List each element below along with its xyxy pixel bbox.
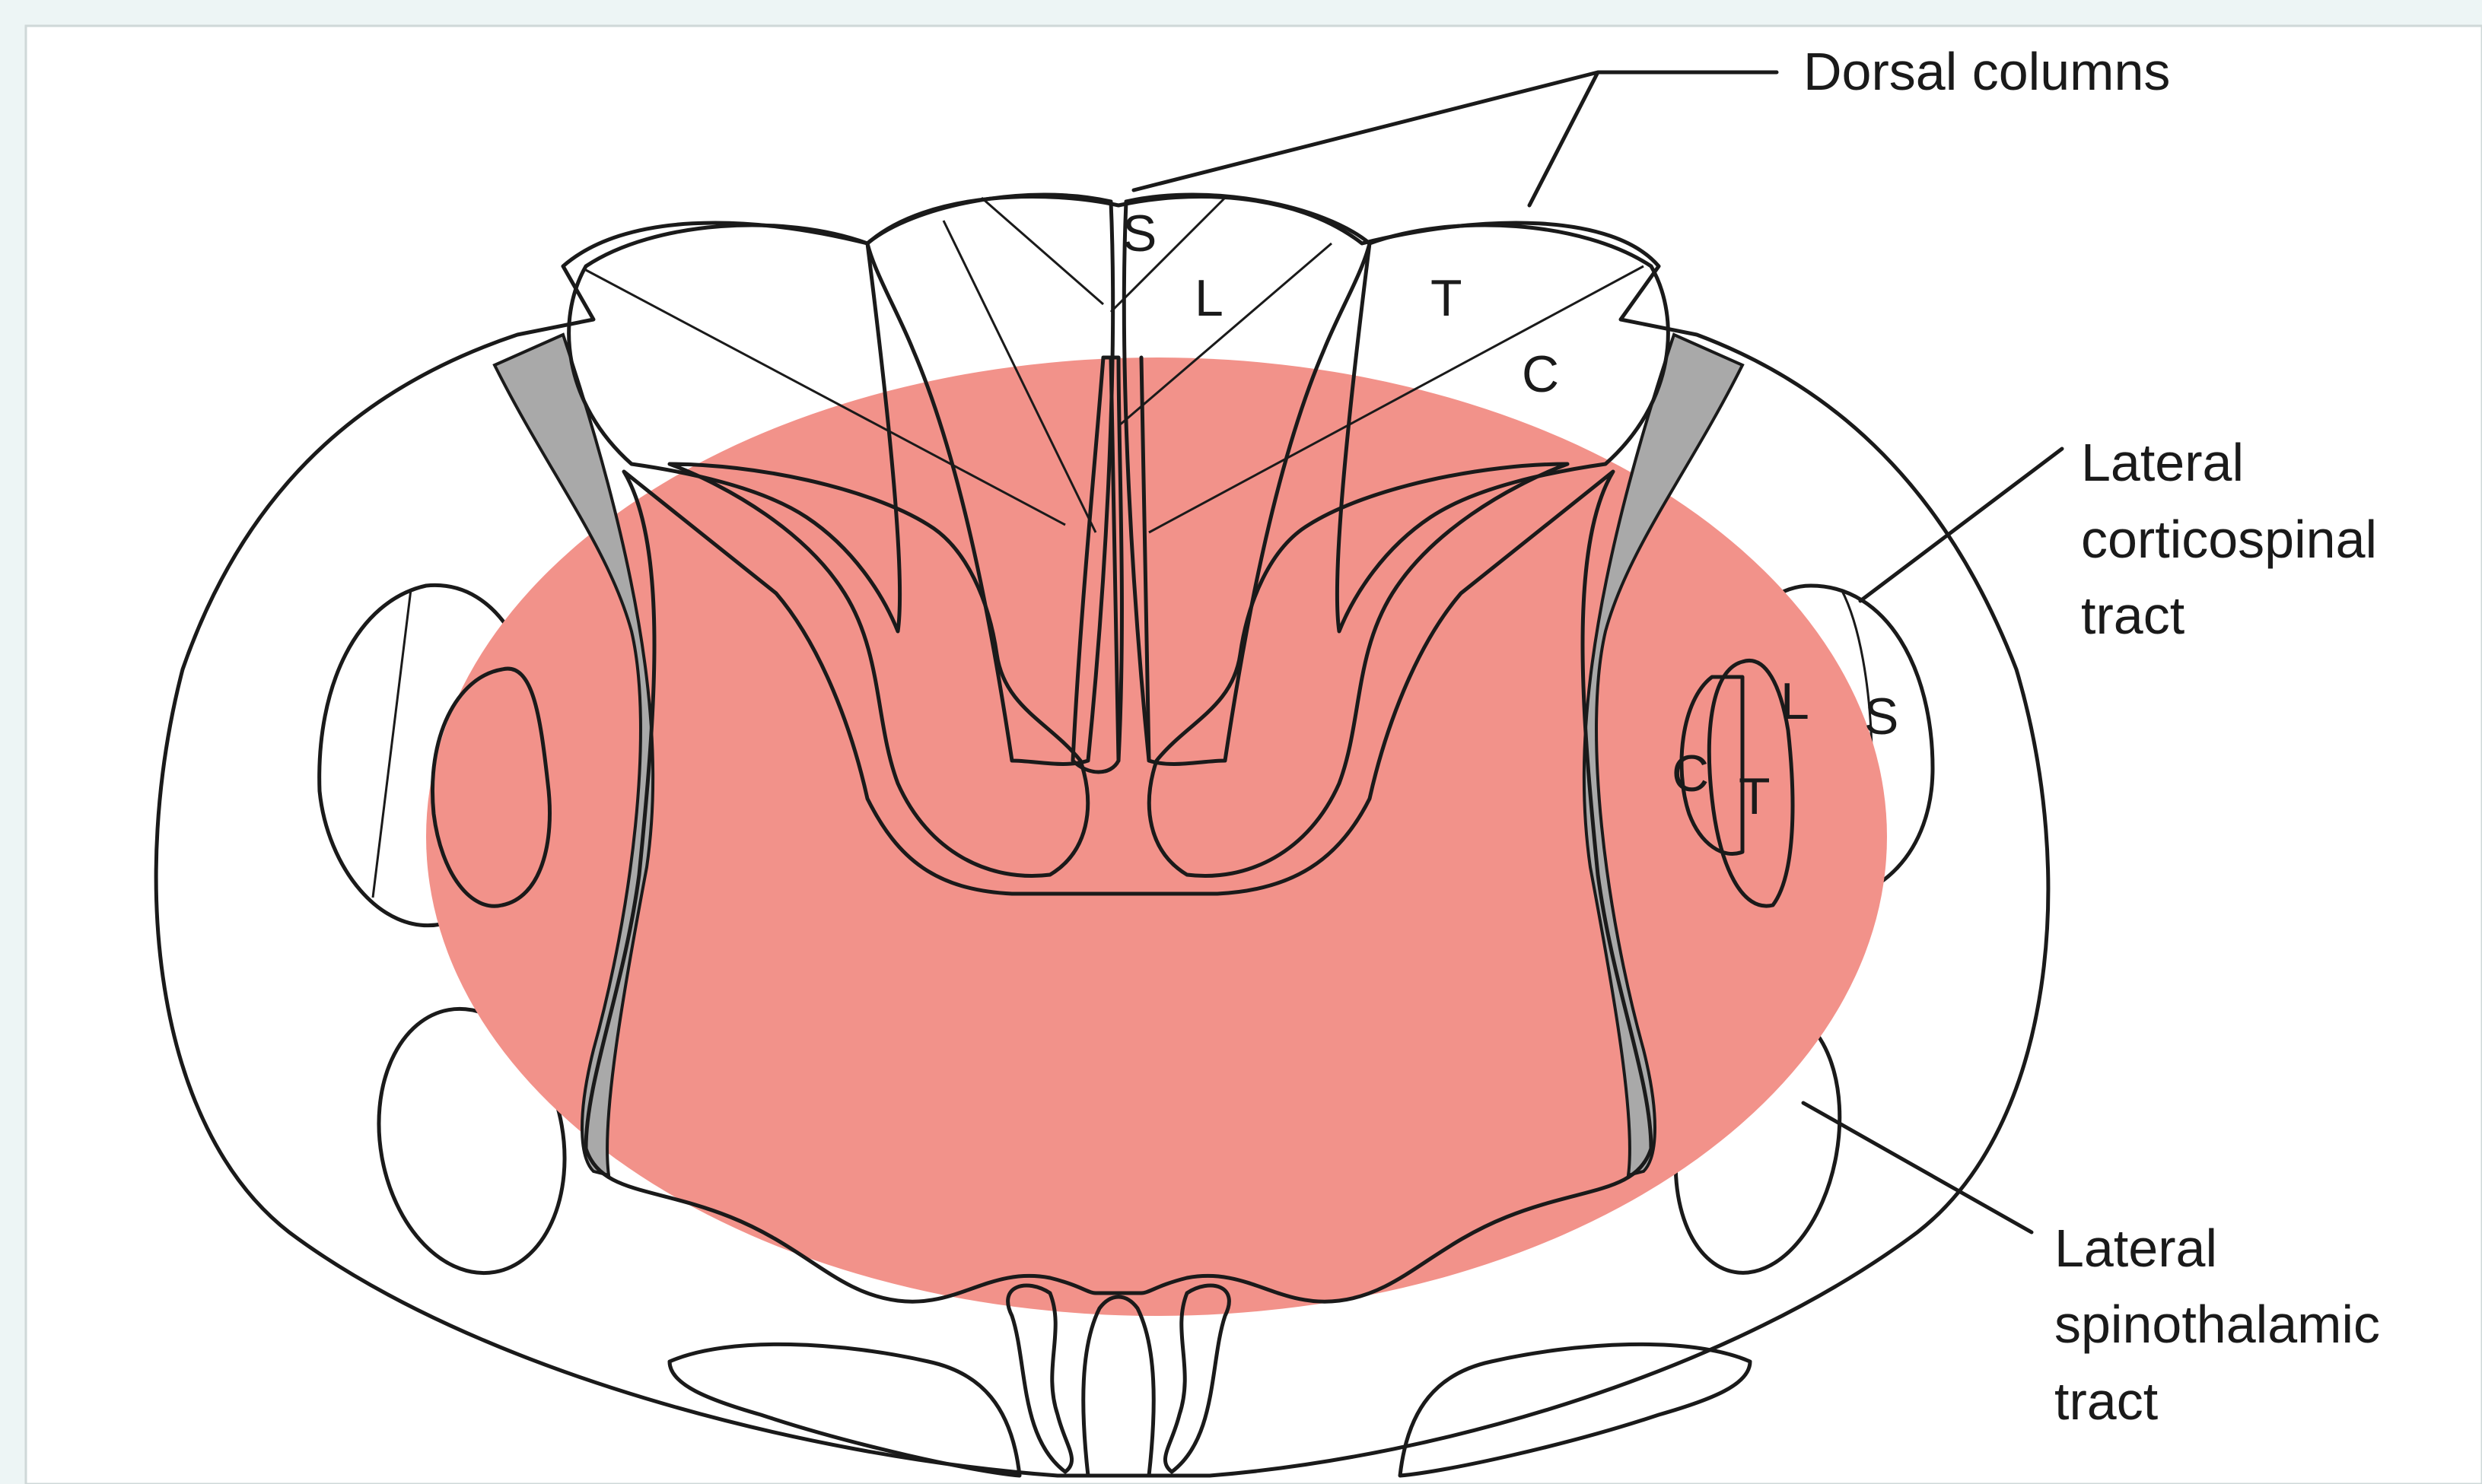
label-dorsal-columns: Dorsal columns [1803,42,2170,101]
corticospinal-segment-l: L [1780,672,1809,730]
corticospinal-segment-t: T [1739,767,1771,825]
dorsal-segment-s: S [1122,205,1157,262]
dorsal-segment-l: L [1195,269,1223,327]
corticospinal-segment-c: C [1672,745,1709,802]
corticospinal-segment-s: S [1864,688,1898,745]
dorsal-segment-t: T [1430,269,1462,327]
dorsal-segment-c: C [1522,345,1559,403]
